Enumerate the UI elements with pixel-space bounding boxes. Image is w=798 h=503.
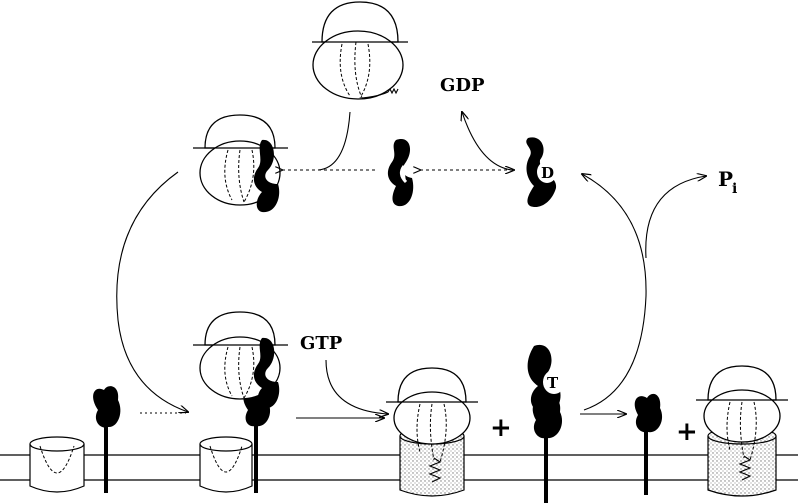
translocon-closed-1: [29, 436, 85, 493]
membrane: [0, 454, 798, 481]
pi-subscript: i: [732, 181, 737, 197]
plus-sign-2: +: [676, 417, 698, 447]
translocon-closed-2: [199, 436, 253, 493]
srp-gdp-bound: [526, 137, 557, 208]
ribosome-translocating-center: [386, 367, 478, 483]
gtp-label: GTP: [300, 333, 343, 354]
gdp-label: GDP: [440, 75, 485, 96]
srp-receptor-4: [634, 393, 663, 495]
srp-gtp-bound: [527, 344, 565, 418]
ribosome-translocating-right: [696, 365, 788, 481]
ribosome-free-top: [312, 1, 408, 100]
reaction-arrows: [116, 111, 706, 418]
gtp-marker-t: T: [547, 374, 559, 392]
arrow-left-cycle: [116, 171, 188, 412]
srp-free-center: [387, 139, 414, 207]
arrow-ribosome-binding: [317, 111, 351, 171]
arrow-gdp-release: [462, 112, 513, 171]
arrow-gtp-binding: [325, 359, 388, 414]
arrow-pi-release: [645, 176, 706, 259]
plus-sign-1: +: [490, 413, 512, 443]
ribosome-srp-complex-left: [193, 114, 288, 213]
ribosome-srp-docking: [193, 311, 288, 409]
arrow-right-cycle: [582, 174, 647, 411]
srp-receptor-1: [93, 386, 121, 493]
gdp-marker-d: D: [541, 164, 554, 182]
pi-label: P: [718, 167, 733, 191]
